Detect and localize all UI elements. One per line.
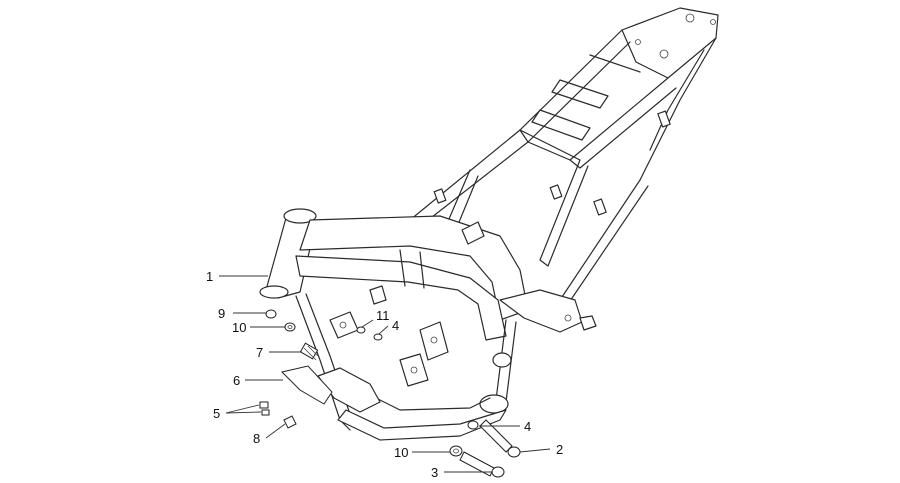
clip-7	[299, 342, 319, 361]
callout-2: 2	[556, 442, 563, 457]
callout-4-lower: 4	[524, 419, 531, 434]
washer-10-upper	[284, 322, 296, 332]
callout-8: 8	[253, 431, 260, 446]
bolt-3	[459, 451, 505, 478]
spacer-4-upper	[373, 333, 383, 341]
callout-7: 7	[256, 345, 263, 360]
callout-6: 6	[233, 373, 240, 388]
nut-9	[265, 309, 277, 319]
seat-mount-plate	[621, 7, 719, 79]
callout-10-upper: 10	[232, 320, 246, 335]
rear-subframe	[409, 7, 719, 305]
callout-4-upper: 4	[392, 318, 399, 333]
leader-lines	[219, 275, 551, 473]
spacer-4-lower	[467, 420, 479, 430]
callout-labels: 1 9 10 11 4 7 6 5 8 4 2 10 3	[206, 269, 563, 480]
callout-1: 1	[206, 269, 213, 284]
screw-8	[283, 415, 297, 429]
callout-11: 11	[376, 308, 390, 323]
callout-3: 3	[431, 465, 438, 480]
washer-10-lower	[449, 445, 463, 457]
washer-11	[356, 326, 366, 334]
screws-5	[259, 401, 270, 416]
callout-5: 5	[213, 406, 220, 421]
loose-parts	[259, 309, 521, 478]
callout-9: 9	[218, 306, 225, 321]
main-frame	[259, 208, 597, 441]
bracket-6	[281, 365, 333, 405]
callout-10-lower: 10	[394, 445, 408, 460]
